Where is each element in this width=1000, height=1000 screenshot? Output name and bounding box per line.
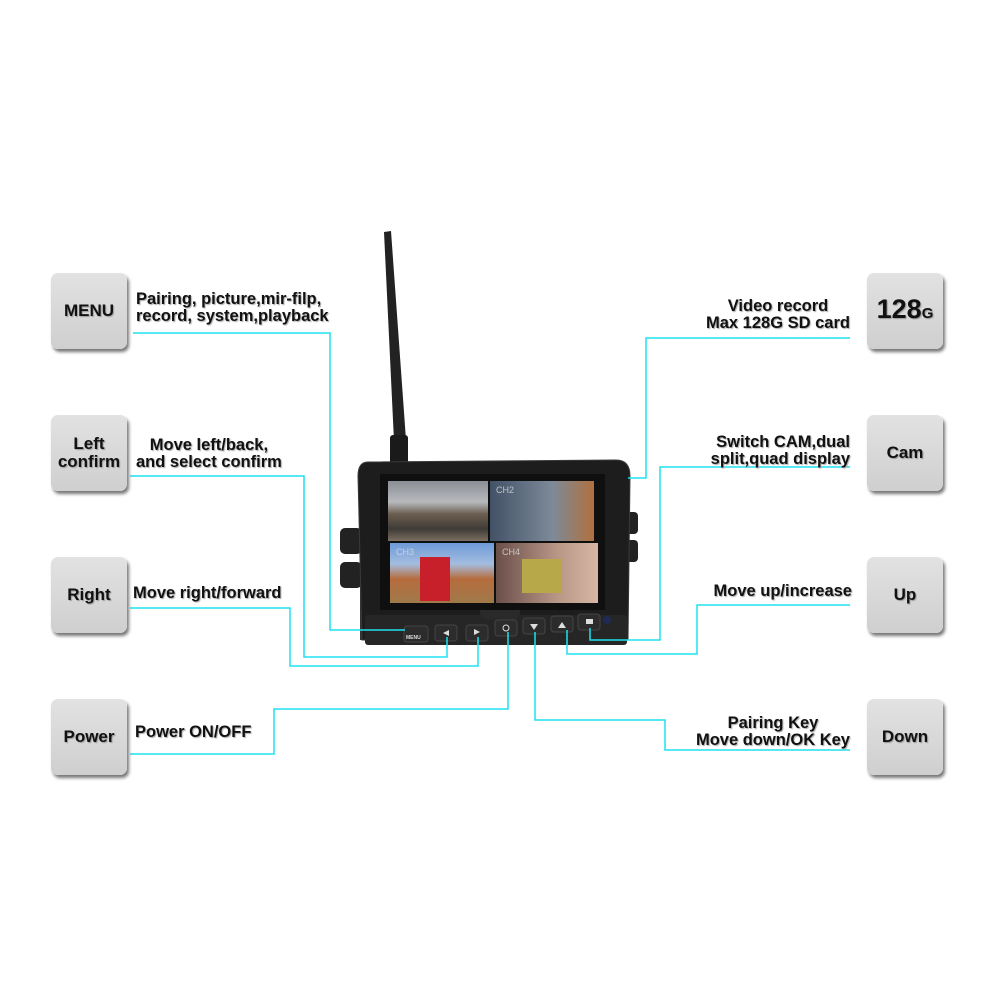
down-key: Down: [867, 699, 943, 775]
camera-icon: [586, 619, 593, 624]
right-key: Right: [51, 557, 127, 633]
camera-view-2: CH2: [490, 481, 594, 541]
left-arrow-icon: [443, 630, 449, 636]
up-key: Up: [867, 557, 943, 633]
desc-line: Power ON/OFF: [135, 723, 252, 741]
key-number: 128: [876, 293, 922, 324]
desc-line: Pairing Key: [727, 714, 819, 732]
right-description: Move right/forward: [133, 585, 282, 602]
ir-sensor: [603, 616, 611, 624]
cam-key-label: Cam: [886, 443, 924, 462]
key-suffix: G: [921, 304, 934, 322]
menu-button[interactable]: [403, 625, 429, 643]
power-button[interactable]: [494, 619, 518, 637]
menu-button-label: MENU: [406, 635, 421, 641]
cam-key: Cam: [867, 415, 943, 491]
key-line: confirm: [57, 452, 121, 471]
up-arrow-icon: [558, 622, 566, 628]
desc-line: Video record: [727, 297, 829, 315]
down-arrow-icon: [530, 624, 538, 630]
power-key-label: Power: [63, 727, 115, 746]
desc-line: Move left/back,: [149, 436, 269, 454]
desc-line: Pairing, picture,mir-filp,: [136, 290, 322, 308]
menu-description: Pairing, picture,mir-filp,record, system…: [136, 291, 329, 325]
desc-line: record, system,playback: [136, 307, 329, 325]
camera-view-3: CH3: [390, 543, 494, 603]
key-line: Left: [73, 434, 105, 453]
right-arrow-icon: [474, 629, 480, 635]
up-key-label: Up: [893, 585, 917, 604]
up-description: Move up/increase: [714, 583, 852, 600]
desc-line: Move up/increase: [713, 582, 852, 600]
callout-lines: [130, 332, 850, 755]
left-description: Move left/back,and select confirm: [136, 437, 282, 471]
power-key: Power: [51, 699, 127, 775]
camera-view-4: CH4: [496, 543, 598, 603]
menu-key-label: MENU: [63, 301, 115, 320]
desc-line: split,quad display: [710, 450, 850, 468]
desc-line: Move right/forward: [133, 584, 282, 602]
camera-view-1: [388, 481, 488, 541]
desc-line: Max 128G SD card: [706, 314, 850, 332]
desc-line: Move down/OK Key: [695, 731, 850, 749]
menu-key: MENU: [51, 273, 127, 349]
power-icon: [502, 624, 510, 632]
right-key-label: Right: [67, 585, 111, 604]
power-description: Power ON/OFF: [135, 724, 251, 741]
desc-line: Switch CAM,dual: [716, 433, 850, 451]
sd-card-key: 128G: [867, 273, 943, 349]
antenna: [384, 231, 408, 465]
sd-card-key-label: 128G: [877, 295, 934, 323]
desc-line: and select confirm: [136, 453, 282, 471]
down-key-label: Down: [881, 727, 929, 746]
